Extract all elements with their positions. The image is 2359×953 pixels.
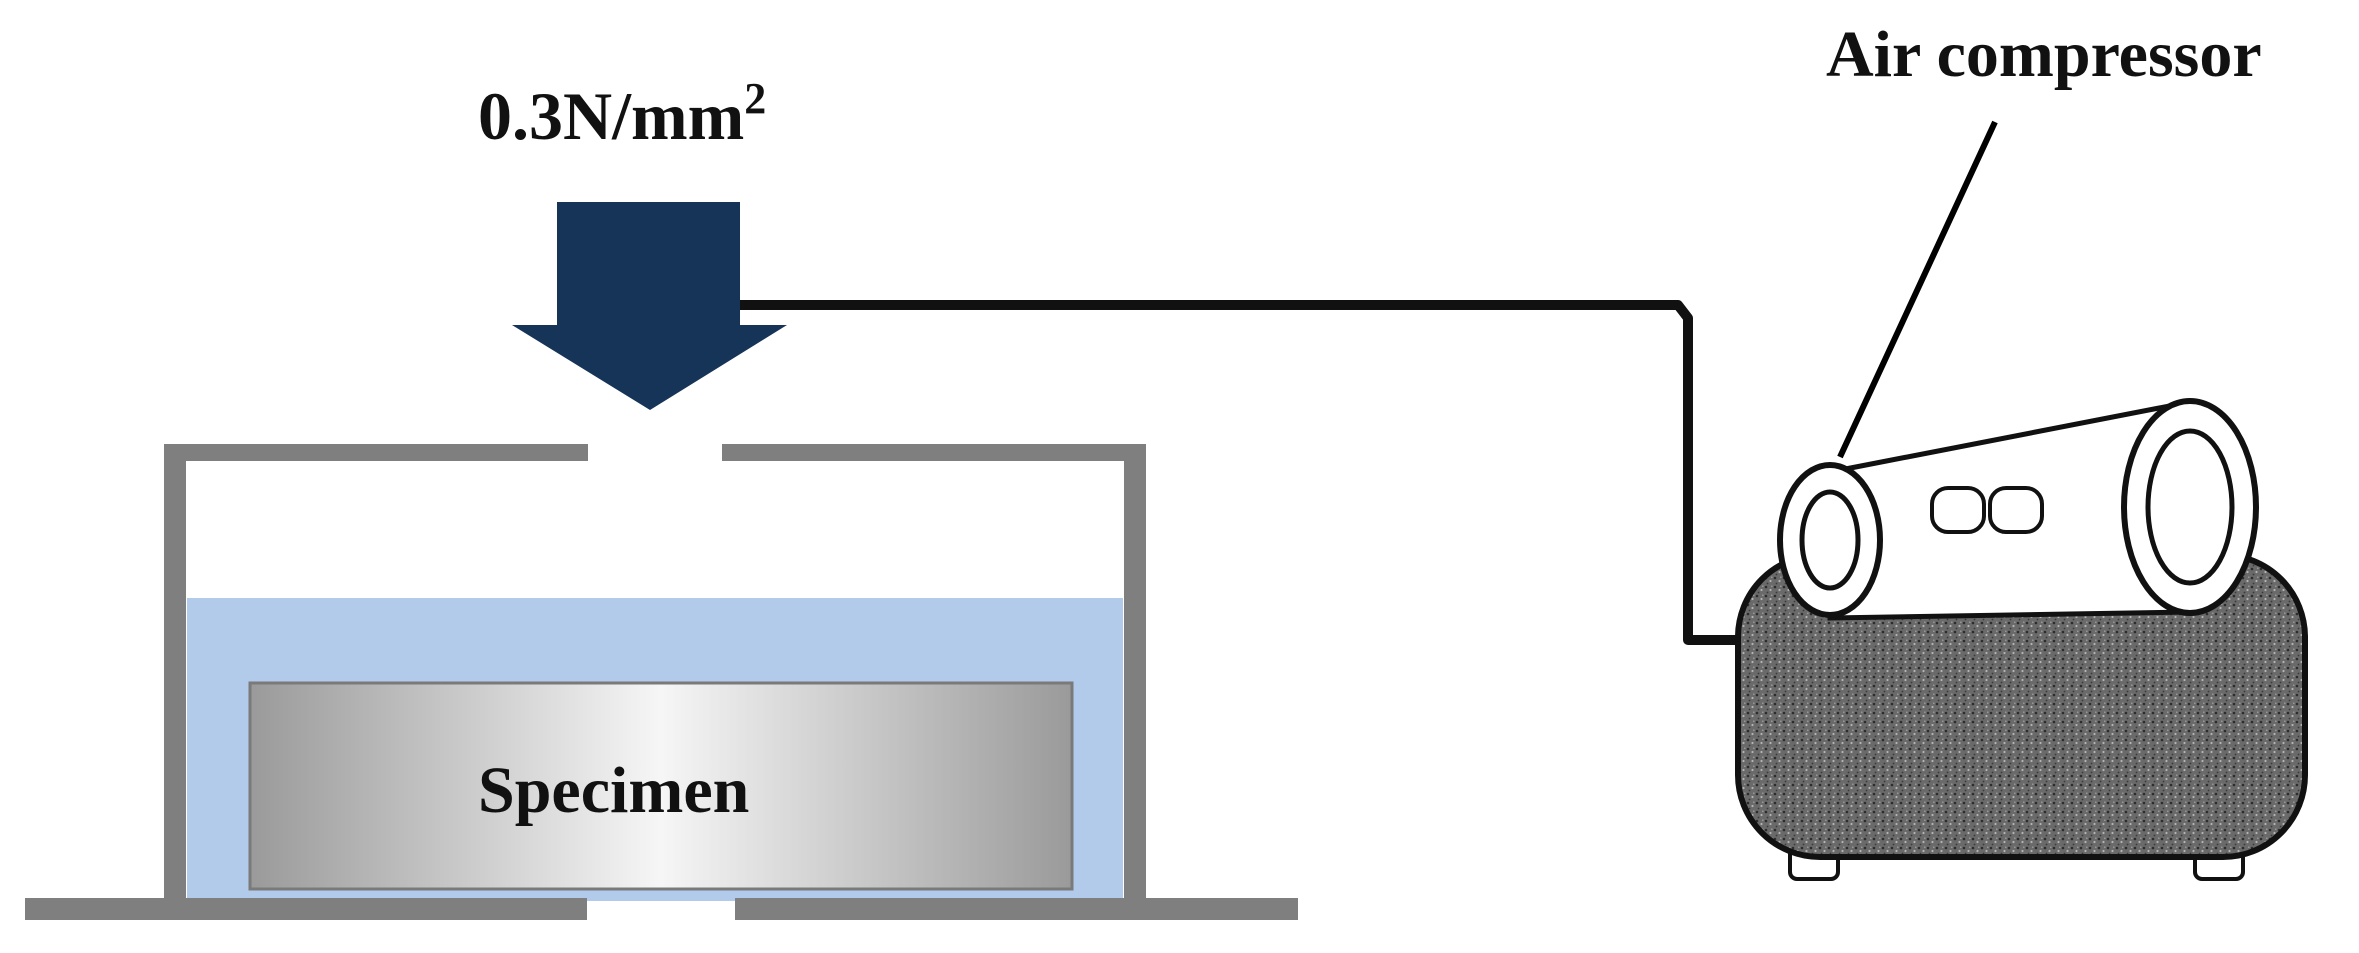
container-wall-right	[1124, 444, 1146, 914]
container-wall-left	[164, 444, 186, 914]
air-hose	[740, 300, 1738, 645]
specimen-block	[248, 681, 1074, 891]
pressure-label: 0.3N/mm2	[478, 77, 766, 151]
compressor-leader-line	[1837, 120, 1998, 459]
base-plate-right	[735, 898, 1298, 920]
pressure-value: 0.3N/mm	[478, 78, 745, 154]
pressure-exponent: 2	[744, 74, 767, 123]
container-lid-left	[164, 444, 588, 461]
compressor-window-right	[1988, 486, 2044, 534]
container-lid-right	[722, 444, 1146, 461]
air-compressor-icon	[1735, 398, 2308, 881]
down-arrow-icon	[512, 202, 787, 410]
base-plate-left	[25, 898, 587, 920]
compressor-window-left	[1930, 486, 1986, 534]
pressure-container	[25, 444, 1298, 920]
compressor-flywheel-inner	[2145, 428, 2235, 586]
compressor-label: Air compressor	[1826, 18, 2262, 91]
compressor-pulley-left-inner	[1799, 489, 1861, 591]
specimen-label: Specimen	[478, 754, 750, 827]
